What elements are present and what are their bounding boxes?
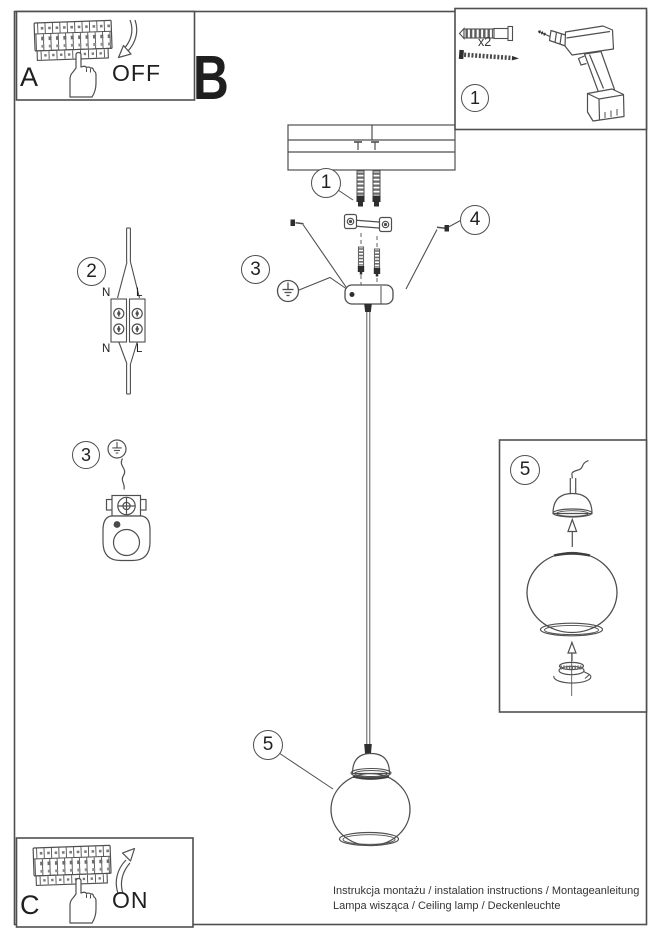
pendant-cable	[366, 312, 371, 744]
step-4-badge: 4	[460, 205, 490, 235]
shade-assembly	[526, 459, 618, 696]
screw-icon	[458, 49, 519, 61]
wall-anchor-icon	[458, 25, 514, 42]
step-1-badge: 1	[311, 168, 341, 198]
ceiling-slab	[287, 124, 456, 171]
ground-connection-detail	[102, 439, 151, 562]
wall-plug-icons	[337, 171, 381, 207]
wire-label-l-in: L	[136, 287, 143, 299]
step-2-badge: 2	[77, 257, 106, 286]
wire-label-l-out: L	[136, 343, 143, 355]
drill-icon	[537, 25, 625, 122]
off-label: OFF	[112, 60, 161, 86]
breaker-panel-icon-a	[34, 20, 112, 60]
box-a-letter: A	[20, 62, 39, 92]
step-5-badge: 5	[253, 730, 283, 760]
wire-label-n-out: N	[102, 343, 111, 355]
mounting-bracket	[343, 213, 393, 233]
curved-arrow-down-icon	[117, 19, 138, 59]
curved-arrow-up-icon	[115, 847, 136, 894]
footer-line-1: Instrukcja montażu / instalation instruc…	[333, 885, 640, 897]
canopy	[344, 284, 394, 312]
box-c-letter: C	[20, 890, 40, 920]
pendant-lamp	[278, 744, 411, 847]
machine-screw-left-icon	[358, 247, 364, 275]
step-3-detail-badge: 3	[72, 441, 100, 469]
ground-symbol-main	[276, 276, 352, 303]
wiring-diagram	[110, 227, 146, 395]
machine-screw-right-icon	[374, 249, 380, 277]
footer-line-2: Lampa wisząca / Ceiling lamp / Deckenleu…	[333, 900, 561, 912]
section-b-label: B	[193, 44, 229, 113]
assembly-guides	[302, 224, 438, 290]
canopy-screw-left-icon	[290, 219, 304, 226]
on-label: ON	[112, 887, 149, 913]
breaker-panel-icon-c	[33, 845, 111, 885]
kit-step-1-badge: 1	[461, 84, 489, 112]
anchor-count-label: x2	[478, 35, 492, 49]
wire-label-n-in: N	[102, 287, 111, 299]
step-3-badge: 3	[241, 255, 270, 284]
shade-box-step-5-badge: 5	[510, 455, 540, 485]
canopy-screw-right-icon	[436, 220, 461, 232]
